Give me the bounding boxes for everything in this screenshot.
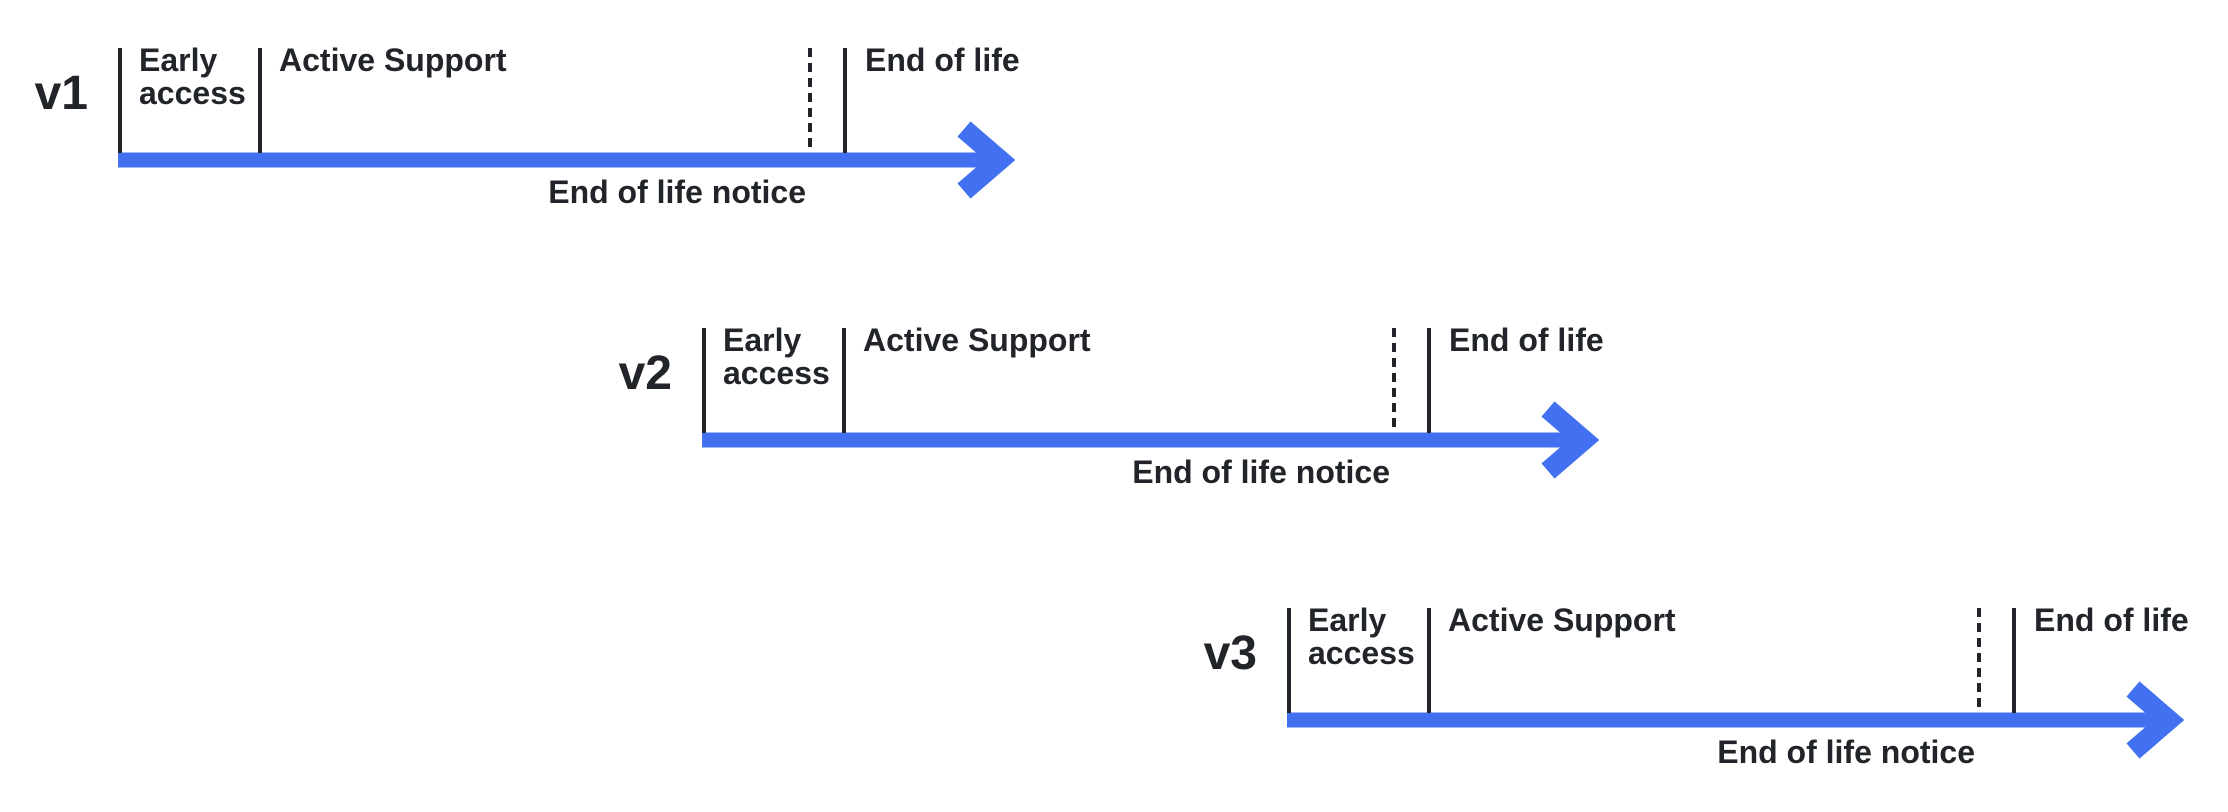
phase-start-tick (702, 328, 706, 433)
end-of-life-tick (1427, 328, 1431, 433)
end-of-life-label: End of life (2034, 602, 2189, 638)
early-access-label: Early access (139, 42, 246, 111)
early-access-label: Early access (1308, 602, 1415, 671)
end-of-life-notice-label: End of life notice (1717, 734, 1975, 770)
active-support-tick (258, 48, 262, 153)
active-support-tick (1427, 608, 1431, 713)
eol-notice-dashed-line (808, 48, 812, 153)
end-of-life-tick (2012, 608, 2016, 713)
eol-notice-dashed-line (1977, 608, 1981, 713)
active-support-label: Active Support (279, 42, 507, 78)
version-label: v3 (1203, 627, 1257, 680)
early-access-label: Early access (723, 322, 830, 391)
end-of-life-notice-label: End of life notice (1132, 454, 1390, 490)
active-support-tick (842, 328, 846, 433)
version-label: v1 (34, 67, 88, 120)
timeline-arrow-icon (702, 401, 1600, 479)
active-support-label: Active Support (1448, 602, 1676, 638)
phase-start-tick (1287, 608, 1291, 713)
active-support-label: Active Support (863, 322, 1091, 358)
version-label: v2 (618, 347, 672, 400)
timeline-arrow-icon (118, 121, 1016, 199)
end-of-life-tick (843, 48, 847, 153)
end-of-life-label: End of life (865, 42, 1020, 78)
eol-notice-dashed-line (1392, 328, 1396, 433)
phase-start-tick (118, 48, 122, 153)
timeline-arrow-icon (1287, 681, 2185, 759)
end-of-life-label: End of life (1449, 322, 1604, 358)
end-of-life-notice-label: End of life notice (548, 174, 806, 210)
